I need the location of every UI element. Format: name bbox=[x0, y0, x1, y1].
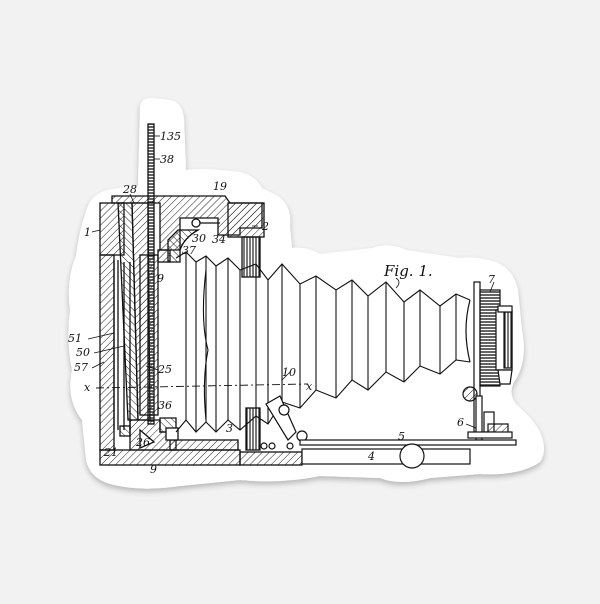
leader-lines bbox=[87, 135, 495, 429]
label-57: 57 bbox=[74, 361, 88, 374]
label-36: 36 bbox=[158, 399, 172, 412]
label-51: 51 bbox=[68, 332, 82, 345]
label-2: 2 bbox=[261, 220, 269, 233]
label-26: 26 bbox=[135, 436, 150, 449]
label-5: 5 bbox=[398, 430, 405, 443]
label-4: 4 bbox=[367, 450, 375, 463]
bellows bbox=[95, 251, 471, 433]
label-x-right: x bbox=[306, 380, 313, 393]
figure-title: Fig. 1. bbox=[383, 262, 433, 280]
label-9-top: 9 bbox=[157, 272, 164, 285]
label-28: 28 bbox=[122, 183, 137, 196]
label-25: 25 bbox=[157, 363, 172, 376]
label-x-left: x bbox=[84, 381, 91, 394]
label-37: 37 bbox=[182, 244, 196, 257]
label-38: 38 bbox=[160, 153, 174, 166]
lens-assembly bbox=[462, 281, 513, 441]
camera-bed bbox=[260, 395, 517, 469]
label-50: 50 bbox=[76, 346, 90, 359]
label-30: 30 bbox=[192, 232, 206, 245]
label-3: 3 bbox=[226, 422, 233, 435]
label-9-bottom: 9 bbox=[150, 463, 157, 476]
reference-labels: 135 38 28 19 1 2 30 34 37 9 51 50 57 25 … bbox=[68, 130, 495, 476]
label-6: 6 bbox=[457, 416, 464, 429]
label-7: 7 bbox=[488, 273, 495, 286]
label-135: 135 bbox=[160, 130, 181, 143]
label-21: 21 bbox=[103, 446, 118, 459]
label-19: 19 bbox=[213, 180, 227, 193]
label-34: 34 bbox=[212, 233, 226, 246]
label-1: 1 bbox=[84, 226, 91, 239]
camera-back-section bbox=[99, 123, 303, 466]
